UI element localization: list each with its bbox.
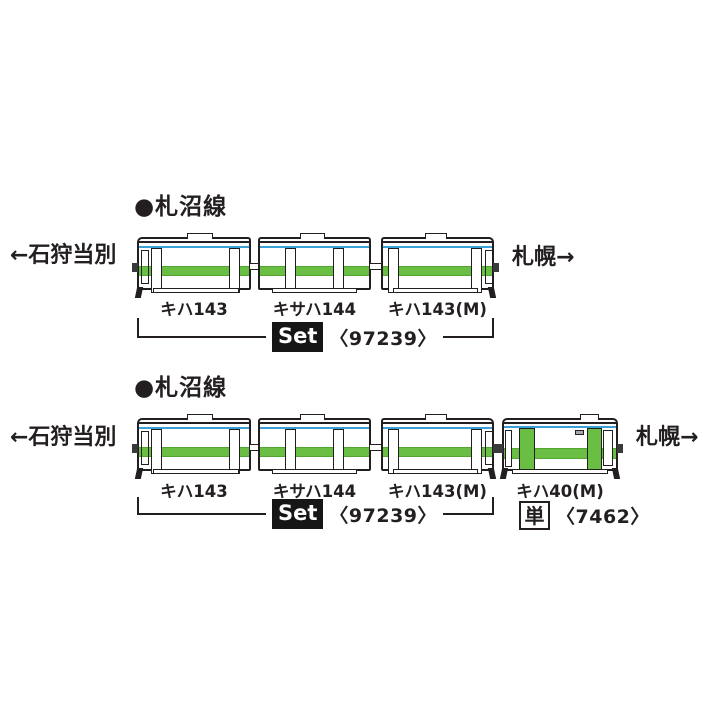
line-heading: ●札沼線 (134, 194, 228, 220)
train-car (258, 414, 371, 474)
green-waist-stripe (504, 448, 616, 459)
roof-vent (187, 414, 213, 420)
blue-roof-stripe (139, 426, 249, 429)
underframe-step (272, 469, 357, 474)
passenger-door (285, 428, 296, 474)
underframe-step (153, 469, 239, 474)
single-badge: 単 〈7462〉 (513, 501, 656, 530)
green-waist-stripe (383, 447, 492, 457)
blue-roof-stripe (504, 425, 616, 428)
passenger-door (150, 428, 162, 474)
train-car (132, 233, 251, 298)
roof-vent (187, 233, 213, 239)
green-passenger-door (587, 428, 602, 471)
passenger-door (333, 428, 344, 474)
underframe-step (393, 469, 478, 474)
car-label: キサハ144 (272, 300, 357, 319)
car-label: キハ143 (160, 300, 228, 319)
roof-vent (300, 233, 325, 239)
car-label: キサハ144 (272, 482, 357, 501)
direction-label-left: ←石狩当別 (10, 243, 117, 268)
set-badge: Set 〈97239〉 (266, 499, 444, 529)
passenger-door (388, 428, 399, 474)
line-heading: ●札沼線 (134, 375, 228, 401)
coupler (617, 444, 623, 453)
roof-edge-line (260, 422, 369, 424)
coupler (493, 444, 499, 453)
set-badge: Set 〈97239〉 (266, 322, 444, 352)
coupler (493, 263, 499, 272)
passenger-door (229, 428, 240, 474)
passenger-door (471, 428, 482, 474)
cab-door (485, 430, 493, 465)
blue-roof-stripe (260, 426, 369, 429)
train-car (381, 414, 499, 479)
car-label: キハ143(M) (388, 482, 487, 501)
roof-edge-line (139, 422, 249, 424)
cab-door (141, 430, 149, 465)
blue-roof-stripe (139, 245, 249, 248)
blue-roof-stripe (383, 426, 492, 429)
coupler (497, 444, 503, 453)
car-label: キハ143 (160, 482, 228, 501)
destination-sign (575, 429, 584, 435)
passenger-door (603, 429, 613, 466)
underframe-step (393, 288, 478, 293)
car-label: キハ143(M) (388, 300, 487, 319)
green-waist-stripe (260, 447, 369, 457)
roof-edge-line (504, 422, 616, 424)
set-badge-label: Set (272, 499, 324, 529)
set-badge-number: 〈97239〉 (329, 504, 438, 527)
cab-door (141, 249, 149, 284)
train-car (132, 414, 251, 479)
underframe-step (512, 469, 608, 474)
blue-roof-stripe (260, 245, 369, 248)
direction-label-right: 札幌→ (512, 245, 575, 270)
roof-vent (580, 414, 599, 420)
passenger-door (150, 247, 162, 293)
coupler (132, 263, 138, 272)
roof-vent (425, 233, 447, 239)
underframe-step (153, 288, 239, 293)
green-waist-stripe (383, 266, 492, 276)
single-badge-label: 単 (519, 501, 550, 530)
set-badge-number: 〈97239〉 (329, 327, 438, 350)
green-waist-stripe (139, 447, 249, 457)
direction-label-right: 札幌→ (636, 425, 699, 450)
roof-edge-line (383, 241, 492, 243)
passenger-door (505, 429, 512, 467)
passenger-door (388, 247, 399, 293)
train-car (381, 233, 499, 298)
direction-label-left: ←石狩当別 (10, 425, 117, 450)
car-label: キハ40(M) (516, 482, 604, 501)
passenger-door (471, 247, 482, 293)
passenger-door (285, 247, 296, 293)
roof-edge-line (383, 422, 492, 424)
roof-edge-line (260, 241, 369, 243)
underframe-step (272, 288, 357, 293)
set-badge-label: Set (272, 322, 324, 352)
green-waist-stripe (139, 266, 249, 276)
passenger-door (229, 247, 240, 293)
green-passenger-door (519, 428, 535, 471)
passenger-door (333, 247, 344, 293)
train-car (258, 233, 371, 293)
green-waist-stripe (260, 266, 369, 276)
blue-roof-stripe (383, 245, 492, 248)
roof-edge-line (139, 241, 249, 243)
cab-door (485, 249, 493, 284)
single-badge-number: 〈7462〉 (556, 506, 650, 528)
coupler (132, 444, 138, 453)
roof-vent (300, 414, 325, 420)
roof-vent (425, 414, 447, 420)
train-car (497, 414, 623, 479)
